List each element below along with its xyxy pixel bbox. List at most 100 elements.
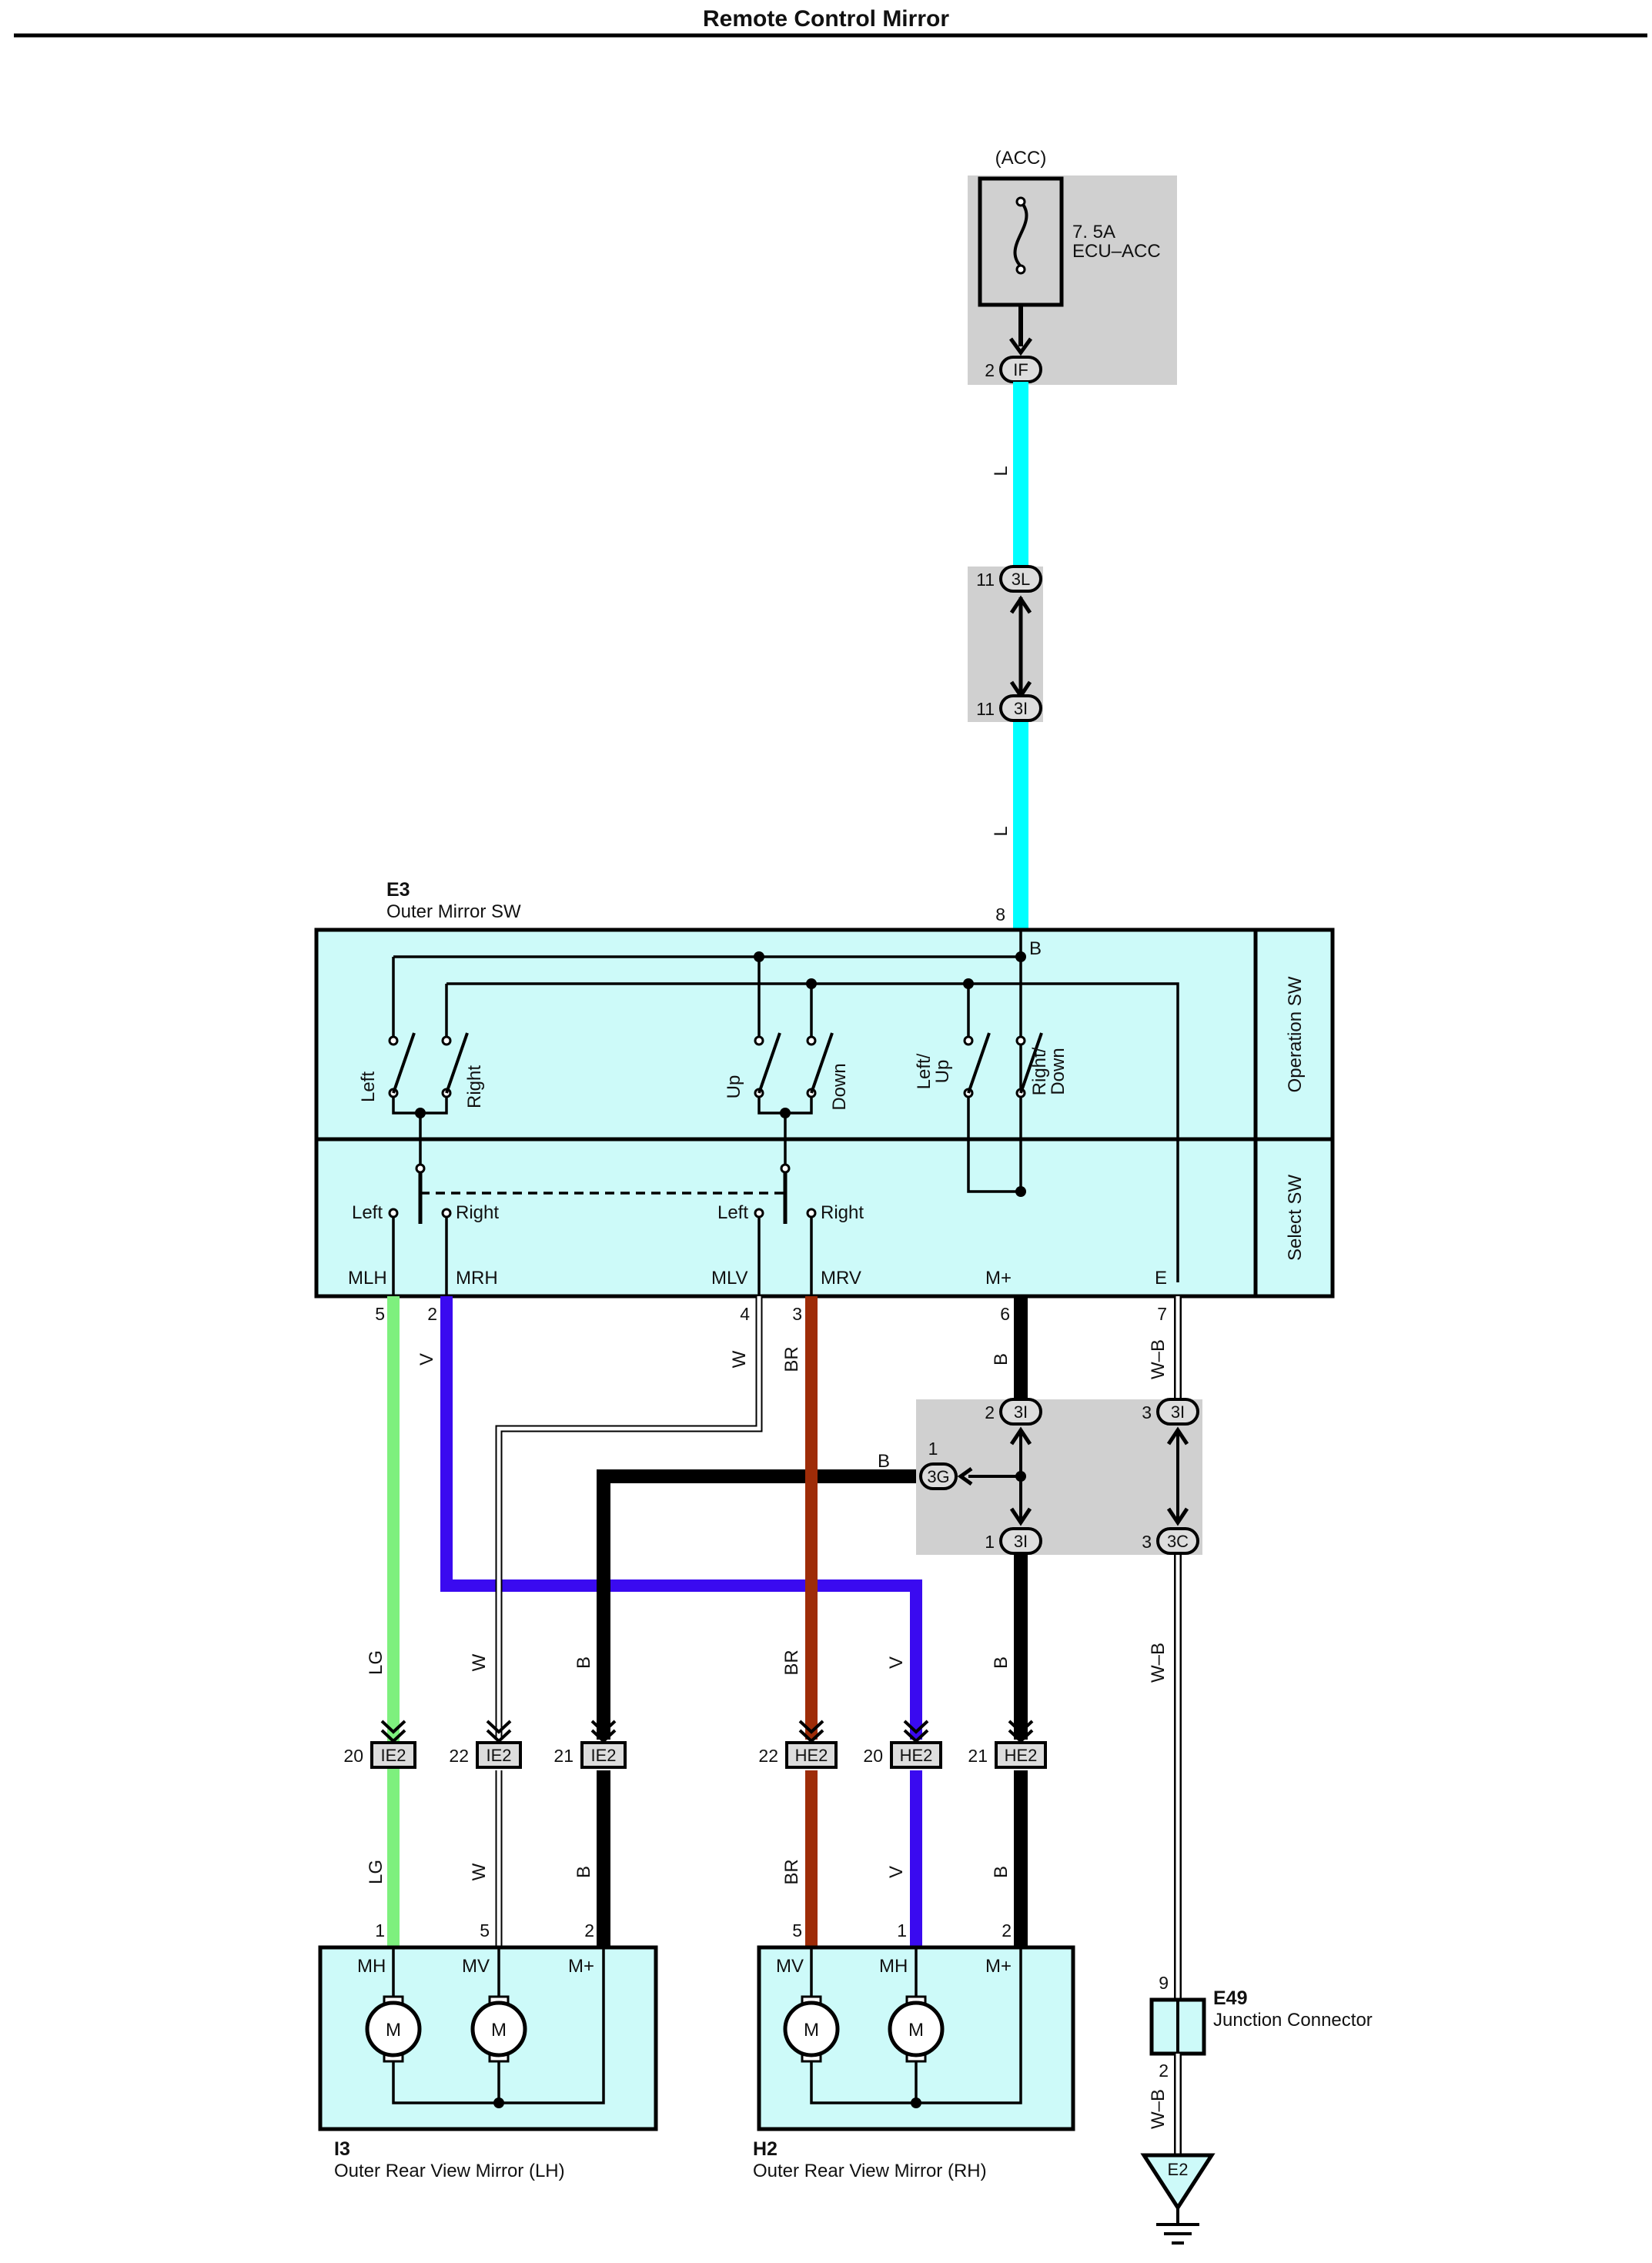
- switch-id: E3: [386, 879, 410, 901]
- svg-text:E: E: [1155, 1268, 1167, 1289]
- svg-text:LG: LG: [366, 1860, 386, 1884]
- fuse-name: ECU–ACC: [1072, 241, 1161, 262]
- svg-text:20: 20: [343, 1746, 363, 1766]
- svg-text:3I: 3I: [1014, 699, 1028, 718]
- junction-connector-E49: 9 2 E49 Junction Connector: [1149, 1973, 1373, 2081]
- svg-text:2: 2: [427, 1304, 437, 1324]
- wire-label-L-2: L: [991, 826, 1012, 836]
- svg-text:5: 5: [480, 1920, 490, 1940]
- svg-text:1: 1: [375, 1920, 385, 1940]
- svg-text:IE2: IE2: [380, 1746, 406, 1765]
- svg-text:9: 9: [1159, 1973, 1169, 1993]
- svg-text:22: 22: [449, 1746, 469, 1766]
- svg-text:B: B: [991, 1656, 1012, 1669]
- inline-connector-pair: 3L 11 3I 11: [968, 565, 1043, 722]
- fuse-rating: 7. 5A: [1072, 222, 1115, 242]
- svg-text:HE2: HE2: [900, 1746, 933, 1765]
- svg-text:B: B: [991, 1353, 1012, 1365]
- svg-text:MLH: MLH: [348, 1268, 387, 1289]
- svg-text:5: 5: [375, 1304, 385, 1324]
- wire-B-branch: [597, 1469, 921, 1740]
- svg-text:6: 6: [1000, 1304, 1010, 1324]
- svg-text:Right: Right: [464, 1065, 485, 1108]
- svg-text:Down: Down: [1048, 1048, 1068, 1095]
- svg-text:W–B: W–B: [1148, 1643, 1169, 1683]
- svg-text:Left: Left: [352, 1202, 383, 1223]
- svg-text:Up: Up: [932, 1060, 953, 1084]
- wire-label-L: L: [991, 466, 1012, 476]
- mirror-lh-name: Outer Rear View Mirror (LH): [334, 2161, 565, 2181]
- svg-text:MH: MH: [357, 1956, 386, 1977]
- svg-text:7: 7: [1157, 1304, 1167, 1324]
- svg-text:3: 3: [1142, 1402, 1152, 1422]
- fuse-supply-label: (ACC): [995, 148, 1047, 169]
- svg-text:Down: Down: [829, 1063, 850, 1110]
- svg-text:IE2: IE2: [486, 1746, 511, 1765]
- svg-text:3I: 3I: [1171, 1402, 1185, 1422]
- svg-text:Up: Up: [724, 1075, 744, 1099]
- switch-power-pin: 8: [995, 904, 1005, 924]
- wire-V: [440, 1296, 922, 1740]
- mirror-rh-id: H2: [753, 2138, 778, 2160]
- svg-text:B: B: [878, 1451, 890, 1472]
- svg-text:Right/: Right/: [1029, 1047, 1050, 1095]
- operation-sw-label: Operation SW: [1285, 976, 1306, 1092]
- svg-text:MLV: MLV: [711, 1268, 748, 1289]
- svg-text:V: V: [886, 1656, 907, 1669]
- svg-text:BR: BR: [781, 1650, 802, 1675]
- svg-text:5: 5: [792, 1920, 802, 1940]
- svg-text:MV: MV: [776, 1956, 804, 1977]
- svg-text:M: M: [386, 2020, 401, 2041]
- mirror-rh-name: Outer Rear View Mirror (RH): [753, 2161, 987, 2181]
- svg-text:M+: M+: [568, 1956, 594, 1977]
- motor-icon: M: [783, 1995, 840, 2063]
- svg-text:3C: 3C: [1167, 1532, 1189, 1551]
- svg-text:E49: E49: [1213, 1987, 1247, 2009]
- fuse-icon: [1013, 200, 1028, 268]
- svg-text:B: B: [574, 1866, 594, 1878]
- svg-text:21: 21: [553, 1746, 574, 1766]
- svg-text:W: W: [469, 1653, 490, 1671]
- svg-text:Left: Left: [358, 1071, 379, 1102]
- select-sw-label: Select SW: [1285, 1175, 1306, 1261]
- svg-text:20: 20: [863, 1746, 883, 1766]
- svg-text:B: B: [574, 1656, 594, 1669]
- svg-text:2: 2: [584, 1920, 594, 1940]
- svg-text:4: 4: [740, 1304, 750, 1324]
- svg-text:IE2: IE2: [590, 1746, 616, 1765]
- switch-name: Outer Mirror SW: [386, 901, 521, 922]
- svg-text:W–B: W–B: [1148, 1339, 1169, 1379]
- svg-text:Junction Connector: Junction Connector: [1213, 2010, 1373, 2031]
- svg-text:E2: E2: [1168, 2160, 1189, 2179]
- svg-text:BR: BR: [781, 1346, 802, 1372]
- motor-icon: M: [888, 1995, 945, 2063]
- svg-text:V: V: [416, 1353, 437, 1365]
- svg-text:22: 22: [758, 1746, 778, 1766]
- motor-icon: M: [365, 1995, 422, 2063]
- svg-text:HE2: HE2: [1005, 1746, 1038, 1765]
- svg-text:Left/: Left/: [914, 1053, 935, 1089]
- svg-text:3: 3: [792, 1304, 802, 1324]
- svg-text:2: 2: [1002, 1920, 1012, 1940]
- svg-text:MV: MV: [462, 1956, 490, 1977]
- svg-text:3I: 3I: [1014, 1532, 1028, 1551]
- svg-text:3: 3: [1142, 1532, 1152, 1552]
- svg-text:M: M: [491, 2020, 507, 2041]
- svg-text:Right: Right: [821, 1202, 864, 1223]
- svg-text:HE2: HE2: [795, 1746, 828, 1765]
- svg-text:V: V: [886, 1866, 907, 1878]
- mirror-rh: MV MH M+ M M: [757, 1945, 1075, 2131]
- svg-text:3L: 3L: [1012, 570, 1030, 589]
- connector-IF: IF 2: [985, 356, 1042, 383]
- svg-text:21: 21: [968, 1746, 988, 1766]
- svg-text:Left: Left: [717, 1202, 748, 1223]
- svg-text:W: W: [469, 1863, 490, 1880]
- ground-icon: E2: [1140, 2153, 1216, 2245]
- svg-text:M: M: [804, 2020, 819, 2041]
- svg-text:11: 11: [976, 570, 995, 590]
- svg-text:1: 1: [897, 1920, 907, 1940]
- power-terminal-label: B: [1029, 938, 1042, 959]
- svg-text:M: M: [908, 2020, 924, 2041]
- svg-text:LG: LG: [366, 1650, 386, 1675]
